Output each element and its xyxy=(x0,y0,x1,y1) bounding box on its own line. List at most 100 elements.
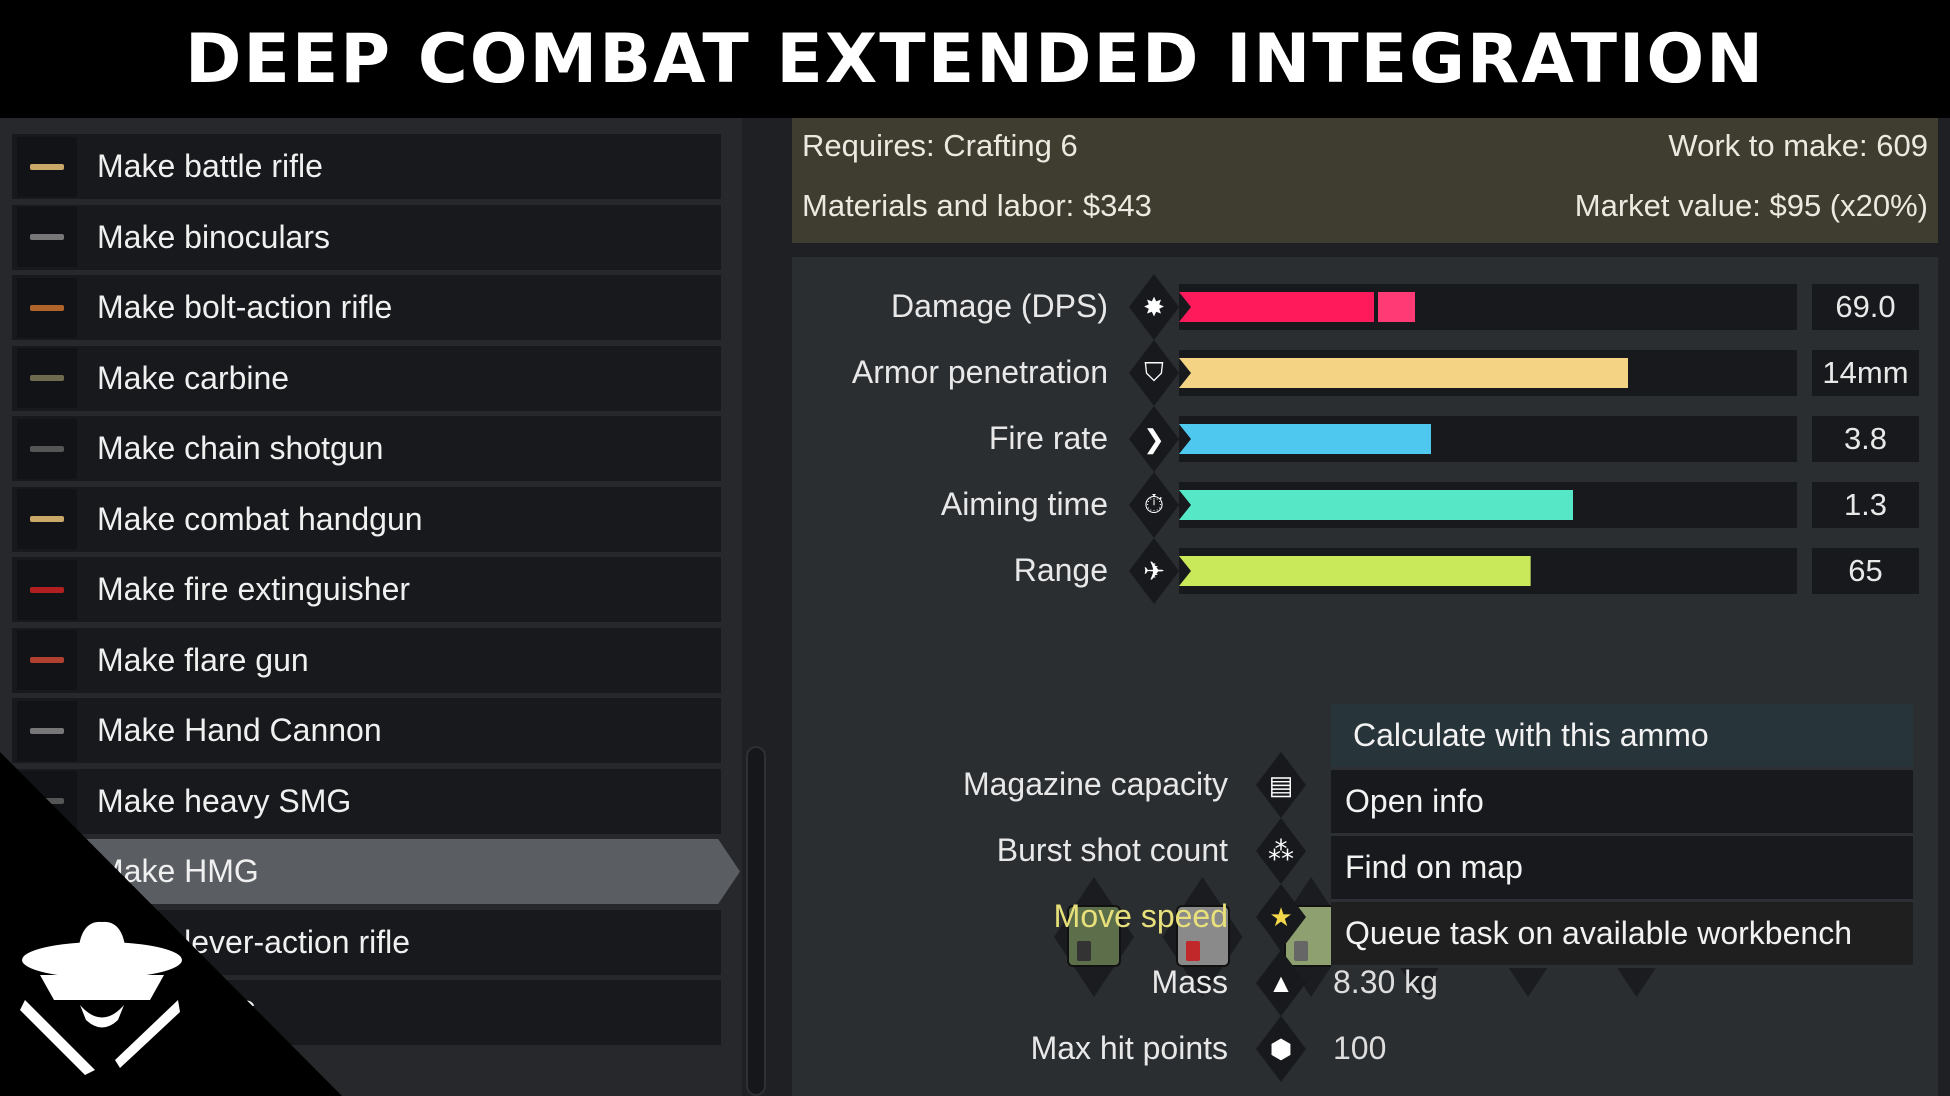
range-icon: ✈ xyxy=(1129,538,1179,604)
recipe-label: Make SMG xyxy=(97,994,258,1030)
recipe-label: Make lever-action rifle xyxy=(97,923,410,960)
title-banner: DEEP COMBAT EXTENDED INTEGRATION xyxy=(0,0,1950,118)
stat-bar-extra xyxy=(1378,292,1416,322)
recipe-item[interactable]: Make flare gun xyxy=(12,627,721,693)
weapon-icon xyxy=(17,277,77,338)
stat-bar-fill xyxy=(1179,490,1574,520)
weapon-icon xyxy=(17,418,77,479)
burst-icon: ⁂ xyxy=(1256,818,1306,884)
stat-bar xyxy=(1179,350,1797,396)
stat-label: Damage (DPS) xyxy=(891,288,1108,324)
ammo-box-icon xyxy=(1067,905,1121,967)
recipe-label: Make Hand Cannon xyxy=(97,712,382,748)
weapon-icon xyxy=(17,630,77,690)
menu-item[interactable]: Find on map xyxy=(1331,836,1913,902)
ammo-box-icon xyxy=(1175,905,1230,967)
recipe-item[interactable]: Make heavy SMG xyxy=(12,768,721,834)
recipe-label: Make battle rifle xyxy=(97,148,323,184)
recipe-item[interactable]: Make SMG xyxy=(12,980,721,1045)
detail-row: Move speed ★ xyxy=(792,884,1938,950)
recipe-item[interactable]: Make battle rifle xyxy=(12,134,721,199)
recipe-item[interactable]: Make bolt-action rifle xyxy=(12,275,721,340)
detail-label: Mass xyxy=(1151,964,1228,1000)
recipe-item[interactable]: Make carbine xyxy=(12,345,721,411)
detail-row: Burst shot count ⁂ xyxy=(792,818,1938,884)
scrollbar[interactable] xyxy=(746,746,766,1096)
stat-value: 14mm xyxy=(1812,350,1919,396)
stat-row: Aiming time ⏱ 1.3 xyxy=(792,472,1938,538)
page-title: DEEP COMBAT EXTENDED INTEGRATION xyxy=(184,19,1766,99)
magazine-icon: ▤ xyxy=(1256,752,1306,818)
recipe-label: Make bolt-action rifle xyxy=(97,289,393,325)
stat-label: Armor penetration xyxy=(851,354,1108,390)
stopwatch-icon: ⏱ xyxy=(1129,472,1179,538)
detail-value: 8.30 kg xyxy=(1333,964,1438,1000)
menu-item[interactable]: Calculate with this ammo xyxy=(1331,704,1913,770)
detail-row: Magazine capacity ▤ xyxy=(792,752,1938,818)
detail-label: Burst shot count xyxy=(996,832,1228,868)
star-icon: ★ xyxy=(1256,884,1306,950)
recipe-label: Make heavy SMG xyxy=(97,782,352,819)
hitpoints-icon: ⬢ xyxy=(1256,1016,1306,1082)
stat-value: 65 xyxy=(1812,548,1919,594)
stat-row: Range ✈ 65 xyxy=(792,538,1938,604)
recipe-item[interactable]: Make chain shotgun xyxy=(12,416,721,481)
stat-value: 1.3 xyxy=(1812,482,1919,528)
ammo-option[interactable] xyxy=(1162,877,1243,997)
weapon-icon xyxy=(17,136,77,197)
work-text: Work to make: 609 xyxy=(1668,128,1928,163)
recipe-info-box: Requires: Crafting 6 Work to make: 609 M… xyxy=(792,118,1938,243)
stat-row: Damage (DPS) ✸ 69.0 xyxy=(792,274,1938,340)
stat-value: 69.0 xyxy=(1812,284,1919,330)
weapon-icon xyxy=(17,348,77,408)
weapon-icon xyxy=(17,700,77,761)
damage-icon: ✸ xyxy=(1129,274,1179,340)
detail-label: Move speed xyxy=(1053,898,1228,934)
weapon-icon xyxy=(17,912,77,972)
recipe-label: Make chain shotgun xyxy=(97,430,384,466)
stat-bar-fill xyxy=(1179,358,1629,388)
stat-bar xyxy=(1179,482,1797,528)
stat-bar-fill xyxy=(1179,292,1375,322)
recipe-item[interactable]: Make combat handgun xyxy=(12,486,721,552)
detail-row: Mass ▲ 8.30 kg xyxy=(792,950,1938,1016)
stat-label: Aiming time xyxy=(940,486,1108,522)
weapon-icon xyxy=(17,489,77,549)
recipe-label: Make carbine xyxy=(97,359,290,396)
stat-row: Armor penetration ⛉ 14mm xyxy=(792,340,1938,406)
recipe-item[interactable]: Make HMG xyxy=(12,839,740,904)
recipe-item[interactable]: Make binoculars xyxy=(12,204,721,270)
recipe-label: Make fire extinguisher xyxy=(97,571,411,607)
weapon-icon xyxy=(17,559,77,620)
stat-bar xyxy=(1179,284,1797,330)
recipe-item[interactable]: Make lever-action rifle xyxy=(12,909,721,975)
recipe-item[interactable]: Make Hand Cannon xyxy=(12,698,721,763)
ammo-option[interactable] xyxy=(1054,877,1134,997)
recipe-label: Make combat handgun xyxy=(97,500,423,537)
armor-penetration-icon: ⛉ xyxy=(1129,340,1179,406)
weight-icon: ▲ xyxy=(1256,950,1306,1016)
stat-bar-fill xyxy=(1179,556,1531,586)
stat-bar xyxy=(1179,416,1797,462)
menu-item[interactable]: Open info xyxy=(1331,770,1913,836)
requires-text: Requires: Crafting 6 xyxy=(802,128,1078,163)
detail-label: Magazine capacity xyxy=(962,766,1228,802)
recipe-label: Make flare gun xyxy=(97,641,309,678)
recipe-label: Make HMG xyxy=(97,853,259,889)
materials-text: Materials and labor: $343 xyxy=(802,188,1152,223)
weapon-icon xyxy=(17,771,77,831)
stat-row: Fire rate❯3.8 xyxy=(792,406,1938,472)
recipe-item[interactable]: Make fire extinguisher xyxy=(12,557,721,622)
fire-rate-icon: ❯ xyxy=(1129,406,1179,472)
menu-item[interactable]: Queue task on available workbench xyxy=(1331,902,1913,968)
stat-label: Fire rate xyxy=(988,420,1108,456)
detail-label: Max hit points xyxy=(1030,1030,1228,1066)
weapon-icon xyxy=(17,207,77,267)
stat-bar xyxy=(1179,548,1797,594)
stat-label: Range xyxy=(1013,552,1108,588)
weapon-icon xyxy=(17,982,77,1043)
detail-row: Max hit points⬢100 xyxy=(792,1016,1938,1082)
